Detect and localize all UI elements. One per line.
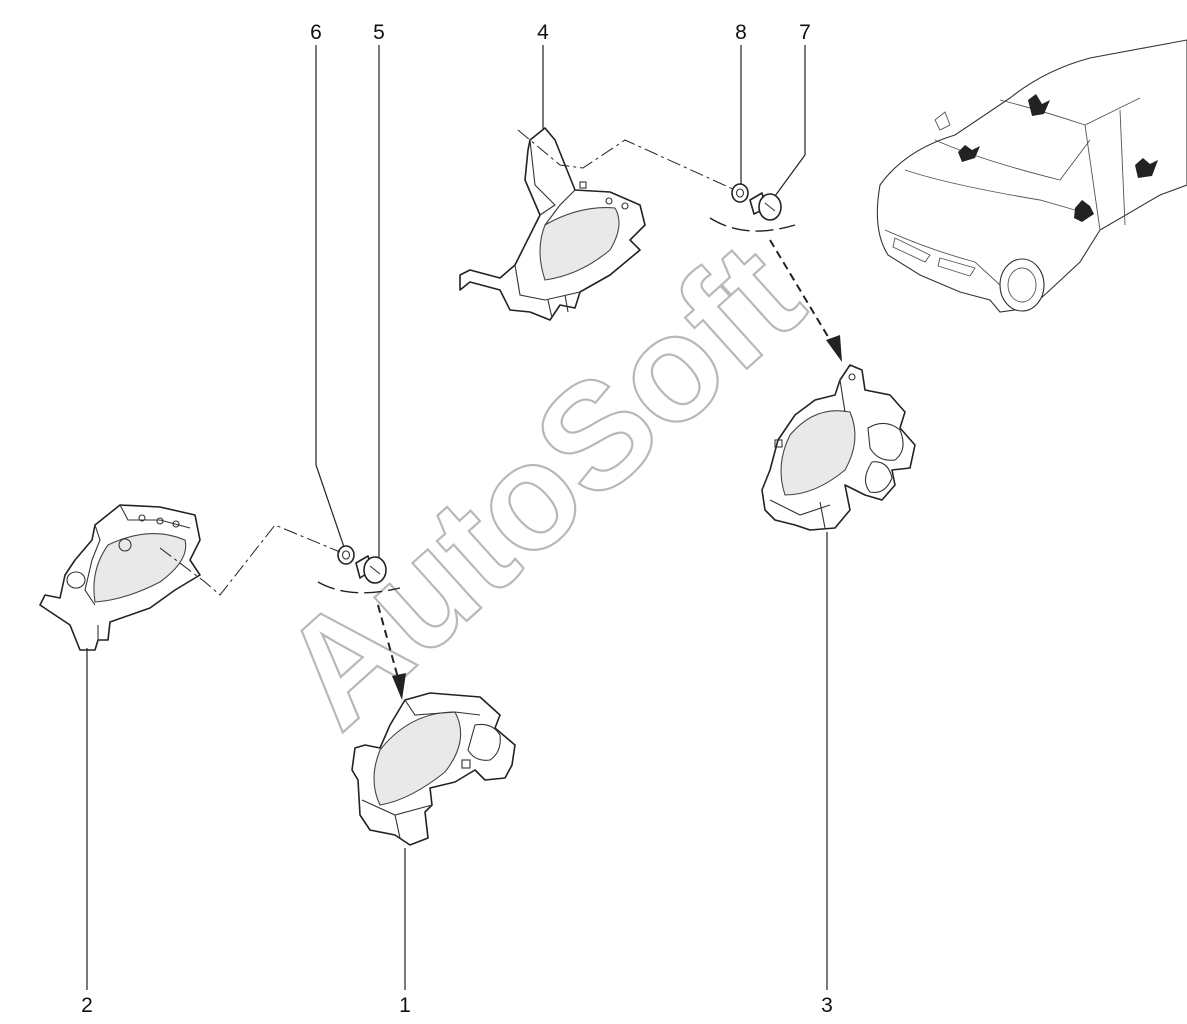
assembly-arrow-lower bbox=[377, 604, 406, 700]
callout-6: 6 bbox=[310, 21, 322, 44]
assembly-axis-lower bbox=[159, 524, 341, 596]
assembly-axis-upper bbox=[517, 129, 736, 191]
washer-8 bbox=[731, 183, 749, 203]
part-4-bracket bbox=[459, 127, 646, 321]
part-1-fog-lamp bbox=[351, 692, 516, 846]
callout-7: 7 bbox=[799, 21, 811, 44]
leader-line-7b bbox=[774, 154, 806, 197]
vehicle-location-thumbnail bbox=[876, 39, 1187, 313]
callout-3: 3 bbox=[821, 994, 833, 1017]
callout-4: 4 bbox=[537, 21, 549, 44]
leader-line-6b bbox=[315, 464, 345, 548]
callout-1: 1 bbox=[399, 994, 411, 1017]
mount-location-marker-icon bbox=[958, 94, 1158, 222]
washer-6 bbox=[337, 545, 355, 565]
screw-5 bbox=[355, 555, 387, 584]
callout-8: 8 bbox=[735, 21, 747, 44]
callout-5: 5 bbox=[373, 21, 385, 44]
fastener-group-arc-upper bbox=[709, 217, 796, 232]
part-2-bracket bbox=[39, 504, 201, 651]
assembly-arrow-upper bbox=[769, 239, 842, 362]
part-3-fog-lamp bbox=[761, 364, 916, 531]
callout-2: 2 bbox=[81, 994, 93, 1017]
screw-7 bbox=[749, 192, 782, 221]
fastener-group-arc-lower bbox=[317, 581, 401, 594]
